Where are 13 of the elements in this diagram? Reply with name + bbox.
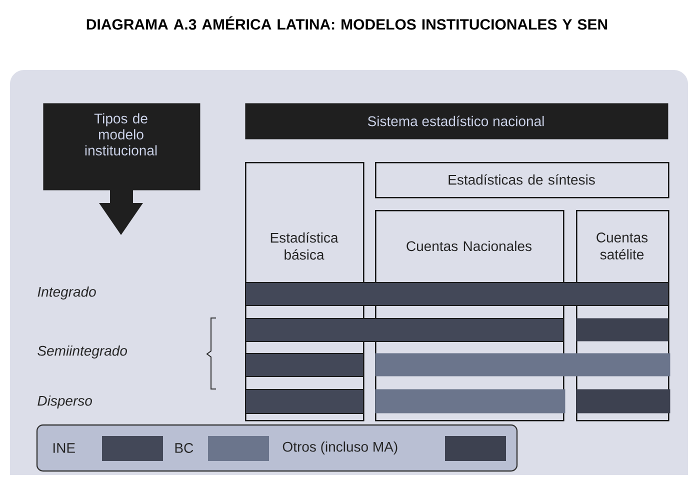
bar [375,353,670,376]
bar [245,318,564,342]
title: DIAGRAMA A.3 AMÉRICA LATINA: MODELOS INSTITUCIONALES Y SEN [86,16,608,30]
bar [245,282,669,306]
legend-label: INE [54,443,75,453]
column-box: Estadísticas de síntesis [375,162,670,198]
header-box: Sistema estadístico nacional [245,103,668,140]
legend-label: BC [175,443,194,453]
row-label: Integrado [38,286,96,300]
row-label: Semiintegrado [38,345,128,359]
legend-label: Otros (incluso MA) [282,441,398,455]
header-box: Tipos de modelo institucional [43,103,200,190]
row-label: Disperso [38,395,92,408]
